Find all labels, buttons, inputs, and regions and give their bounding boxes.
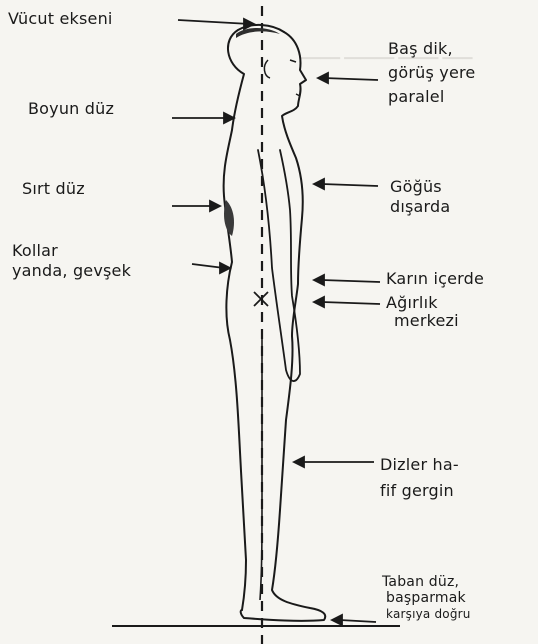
arrow-chest bbox=[322, 184, 378, 186]
arrow-belly bbox=[322, 280, 380, 282]
figure-front-outline bbox=[241, 32, 326, 621]
label-chest-out: Göğüs dışarda bbox=[390, 178, 450, 216]
label-body-axis: Vücut ekseni bbox=[8, 10, 113, 28]
leader-arrows bbox=[172, 19, 380, 625]
arrow-gravity bbox=[322, 302, 380, 304]
head-shading bbox=[236, 28, 280, 38]
arm-outline bbox=[258, 150, 300, 381]
arrow-head bbox=[324, 78, 378, 80]
back-shading bbox=[224, 200, 234, 236]
label-center-of-gravity: Ağırlık merkezi bbox=[386, 294, 459, 330]
label-knees-slightly-tense: Dizler ha- fif gergin bbox=[380, 456, 459, 500]
label-head-upright: Baş dik, görüş yere paralel bbox=[388, 40, 475, 106]
label-feet-flat: Taban düz, başparmak karşıya doğru bbox=[382, 574, 471, 622]
eye-detail bbox=[290, 60, 296, 62]
label-arms-relaxed: Kollar yanda, gevşek bbox=[12, 242, 131, 280]
arrow-feet bbox=[340, 620, 376, 622]
label-belly-in: Karın içerde bbox=[386, 270, 484, 288]
arrow-body-axis bbox=[178, 20, 250, 24]
figure-back-outline bbox=[224, 25, 284, 610]
label-back-straight: Sırt düz bbox=[22, 180, 85, 198]
ear-detail bbox=[264, 60, 270, 78]
label-neck-straight: Boyun düz bbox=[28, 100, 114, 118]
